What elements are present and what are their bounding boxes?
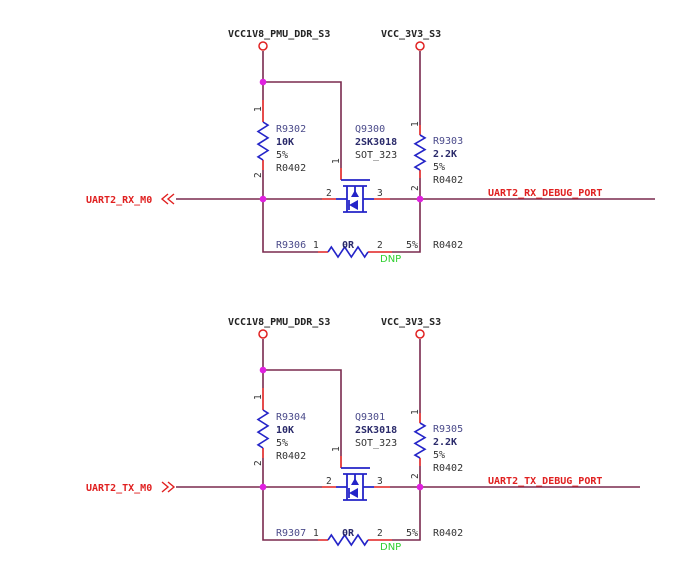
- junction-dot: [259, 483, 267, 491]
- r-left-pin1: 1: [253, 106, 264, 112]
- r-left-pin2: 2: [253, 172, 264, 178]
- r-bypass-ref: R9306: [276, 240, 306, 251]
- q-pin3: 3: [377, 188, 383, 199]
- output-net-label: UART2_RX_DEBUG_PORT: [488, 188, 602, 199]
- vcc-right-label: VCC_3V3_S3: [381, 29, 441, 40]
- wire-left-rail: [262, 339, 342, 487]
- r-left-ref: R9302: [276, 124, 306, 135]
- q-pin2: 2: [326, 476, 332, 487]
- junction-dot: [416, 483, 424, 491]
- q-pin2: 2: [326, 188, 332, 199]
- resistor-left-symbol: [256, 121, 270, 161]
- q-pkg: SOT_323: [355, 150, 397, 161]
- wire-bypass: [262, 199, 421, 253]
- q-ref: Q9301: [355, 412, 385, 423]
- r-right-tol: 5%: [433, 162, 445, 173]
- r-right-ref: R9303: [433, 136, 463, 147]
- r-left-tol: 5%: [276, 438, 288, 449]
- r-left-value: 10K: [276, 425, 294, 436]
- q-value: 2SK3018: [355, 425, 397, 436]
- r-left-pkg: R0402: [276, 451, 306, 462]
- junction-dot: [416, 195, 424, 203]
- power-port-icon: [258, 329, 268, 339]
- r-left-pkg: R0402: [276, 163, 306, 174]
- vcc-right-label: VCC_3V3_S3: [381, 317, 441, 328]
- wire-bypass: [262, 487, 421, 541]
- resistor-bypass-symbol: [327, 245, 369, 259]
- r-left-ref: R9304: [276, 412, 306, 423]
- power-port-icon: [258, 41, 268, 51]
- r-bypass-tol: 5%: [406, 240, 418, 251]
- q-value: 2SK3018: [355, 137, 397, 148]
- r-bypass-value: 0R: [342, 528, 355, 539]
- r-bypass-ref: R9307: [276, 528, 306, 539]
- pin-stubs: [262, 100, 421, 253]
- resistor-right-symbol: [413, 134, 427, 171]
- power-port-icon: [415, 41, 425, 51]
- q-pin1: 1: [331, 446, 342, 452]
- r-bypass-value: 0R: [342, 240, 355, 251]
- vcc-left-label: VCC1V8_PMU_DDR_S3: [228, 29, 330, 40]
- r-right-ref: R9305: [433, 424, 463, 435]
- wire-left-rail: [262, 51, 342, 199]
- output-port-arrow-icon: [161, 481, 176, 493]
- input-net-label: UART2_RX_M0: [86, 195, 152, 206]
- r-bypass-pkg: R0402: [433, 528, 463, 539]
- r-bypass-pin1: 1: [313, 240, 319, 251]
- q-pin1: 1: [331, 158, 342, 164]
- r-right-pin1: 1: [410, 409, 421, 415]
- r-left-value: 10K: [276, 137, 294, 148]
- q-ref: Q9300: [355, 124, 385, 135]
- q-pin3: 3: [377, 476, 383, 487]
- r-bypass-tol: 5%: [406, 528, 418, 539]
- r-left-tol: 5%: [276, 150, 288, 161]
- r-right-value: 2.2K: [433, 149, 457, 160]
- r-right-pin2: 2: [410, 473, 421, 479]
- junction-dot: [259, 78, 267, 86]
- mosfet-arrow-icon: [349, 478, 359, 498]
- mosfet-symbol: [336, 467, 374, 501]
- power-port-icon: [415, 329, 425, 339]
- r-right-pin2: 2: [410, 185, 421, 191]
- r-left-pin2: 2: [253, 460, 264, 466]
- r-right-pkg: R0402: [433, 175, 463, 186]
- input-port-arrow-icon: [160, 193, 175, 205]
- r-bypass-pkg: R0402: [433, 240, 463, 251]
- q-pkg: SOT_323: [355, 438, 397, 449]
- mosfet-symbol: [336, 179, 374, 213]
- mosfet-arrow-icon: [349, 190, 359, 210]
- junction-dot: [259, 366, 267, 374]
- r-right-pin1: 1: [410, 121, 421, 127]
- r-bypass-dnp: DNP: [380, 542, 401, 553]
- output-net-label: UART2_TX_DEBUG_PORT: [488, 476, 602, 487]
- vcc-left-label: VCC1V8_PMU_DDR_S3: [228, 317, 330, 328]
- r-right-pkg: R0402: [433, 463, 463, 474]
- r-right-tol: 5%: [433, 450, 445, 461]
- input-net-label: UART2_TX_M0: [86, 483, 152, 494]
- r-bypass-pin1: 1: [313, 528, 319, 539]
- junction-dot: [259, 195, 267, 203]
- pin-stubs: [262, 388, 421, 541]
- r-bypass-pin2: 2: [377, 240, 383, 251]
- resistor-right-symbol: [413, 422, 427, 459]
- resistor-left-symbol: [256, 409, 270, 449]
- r-left-pin1: 1: [253, 394, 264, 400]
- r-bypass-dnp: DNP: [380, 254, 401, 265]
- resistor-bypass-symbol: [327, 533, 369, 547]
- r-bypass-pin2: 2: [377, 528, 383, 539]
- r-right-value: 2.2K: [433, 437, 457, 448]
